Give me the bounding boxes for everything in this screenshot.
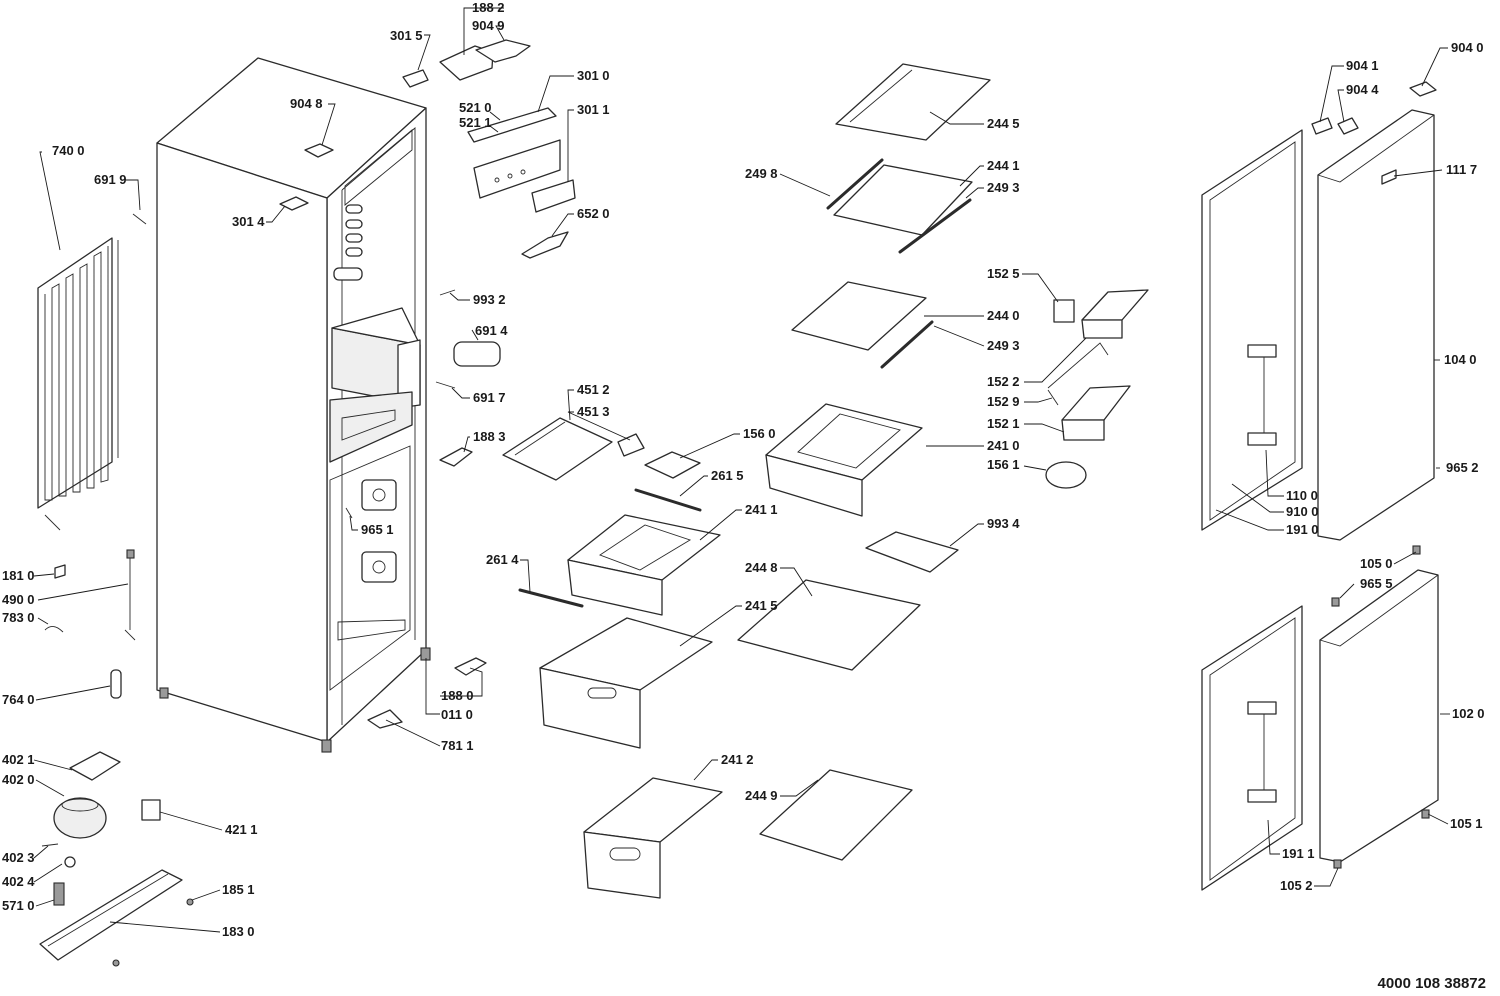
- callout-1880: 188 0: [441, 688, 474, 703]
- callout-9044: 904 4: [1346, 82, 1379, 97]
- callout-3011: 301 1: [577, 102, 610, 117]
- callout-2615: 261 5: [711, 468, 744, 483]
- callout-1117: 111 7: [1446, 162, 1477, 177]
- leader-lines: [33, 7, 1450, 933]
- callout-3014: 301 4: [232, 214, 265, 229]
- callout-7811: 781 1: [441, 738, 474, 753]
- small-parts-left: [44, 213, 147, 699]
- callout-9932: 993 2: [473, 292, 506, 307]
- callout-1830: 183 0: [222, 924, 255, 939]
- callout-1561: 156 1: [987, 457, 1020, 472]
- callout-1560: 156 0: [743, 426, 776, 441]
- callout-1911: 191 1: [1282, 846, 1315, 861]
- callout-1052: 105 2: [1280, 878, 1313, 893]
- callout-9041: 904 1: [1346, 58, 1379, 73]
- callout-9655: 965 5: [1360, 576, 1393, 591]
- callout-1522: 152 2: [987, 374, 1020, 389]
- callout-4513: 451 3: [577, 404, 610, 419]
- callout-4512: 451 2: [577, 382, 610, 397]
- callout-1910: 191 0: [1286, 522, 1319, 537]
- callout-2412: 241 2: [721, 752, 754, 767]
- callout-2448: 244 8: [745, 560, 778, 575]
- callout-2440: 244 0: [987, 308, 1020, 323]
- compressor-group: [39, 751, 194, 967]
- callout-7640: 764 0: [2, 692, 35, 707]
- callout-4900: 490 0: [2, 592, 35, 607]
- document-number: 4000 108 38872: [1377, 975, 1486, 992]
- callout-5710: 571 0: [2, 898, 35, 913]
- callout-9040: 904 0: [1451, 40, 1484, 55]
- callout-3010: 301 0: [577, 68, 610, 83]
- callout-labels: 188 2 904 9 301 5 301 0 301 1 521 0 521 …: [2, 0, 1485, 939]
- callout-9651: 965 1: [361, 522, 394, 537]
- callout-0110: 011 0: [441, 707, 473, 722]
- callout-1100: 110 0: [1286, 488, 1318, 503]
- callout-1810: 181 0: [2, 568, 35, 583]
- callout-2441: 244 1: [987, 158, 1020, 173]
- callout-7400: 740 0: [52, 143, 85, 158]
- callout-9934: 993 4: [987, 516, 1020, 531]
- callout-4023: 402 3: [2, 850, 35, 865]
- callout-9652: 965 2: [1446, 460, 1479, 475]
- callout-5211: 521 1: [459, 115, 492, 130]
- callout-6917: 691 7: [473, 390, 506, 405]
- callout-2415: 241 5: [745, 598, 778, 613]
- shelves: [737, 63, 1149, 861]
- callout-4024: 402 4: [2, 874, 35, 889]
- callout-2498: 249 8: [745, 166, 778, 181]
- callout-6919: 691 9: [94, 172, 127, 187]
- callout-2410: 241 0: [987, 438, 1020, 453]
- callout-1521: 152 1: [987, 416, 1020, 431]
- callout-1040: 104 0: [1444, 352, 1477, 367]
- callout-4021: 402 1: [2, 752, 35, 767]
- callout-4020: 402 0: [2, 772, 35, 787]
- callout-2411: 241 1: [745, 502, 778, 517]
- callout-1882: 188 2: [472, 0, 505, 15]
- callout-2614: 261 4: [486, 552, 519, 567]
- callout-1050: 105 0: [1360, 556, 1393, 571]
- cabinet-small-parts: [345, 289, 501, 729]
- center-parts: [502, 417, 723, 899]
- callout-2493b: 249 3: [987, 338, 1020, 353]
- callout-2493a: 249 3: [987, 180, 1020, 195]
- callout-6520: 652 0: [577, 206, 610, 221]
- callout-9100: 910 0: [1286, 504, 1319, 519]
- callout-9049: 904 9: [472, 18, 505, 33]
- callout-3015: 301 5: [390, 28, 423, 43]
- callout-6914: 691 4: [475, 323, 508, 338]
- callout-5210: 521 0: [459, 100, 492, 115]
- condenser: [37, 237, 119, 531]
- callout-9048: 904 8: [290, 96, 323, 111]
- cabinet: [156, 57, 431, 753]
- callout-1529: 152 9: [987, 394, 1020, 409]
- callout-7830: 783 0: [2, 610, 35, 625]
- callout-4211: 421 1: [225, 822, 258, 837]
- callout-1525: 152 5: [987, 266, 1020, 281]
- callout-1020: 102 0: [1452, 706, 1485, 721]
- callout-2445: 244 5: [987, 116, 1020, 131]
- callout-1051: 105 1: [1450, 816, 1483, 831]
- top-parts: [279, 39, 576, 259]
- doors: [1201, 81, 1439, 891]
- callout-1851: 185 1: [222, 882, 255, 897]
- callout-1883: 188 3: [473, 429, 506, 444]
- callout-2449: 244 9: [745, 788, 778, 803]
